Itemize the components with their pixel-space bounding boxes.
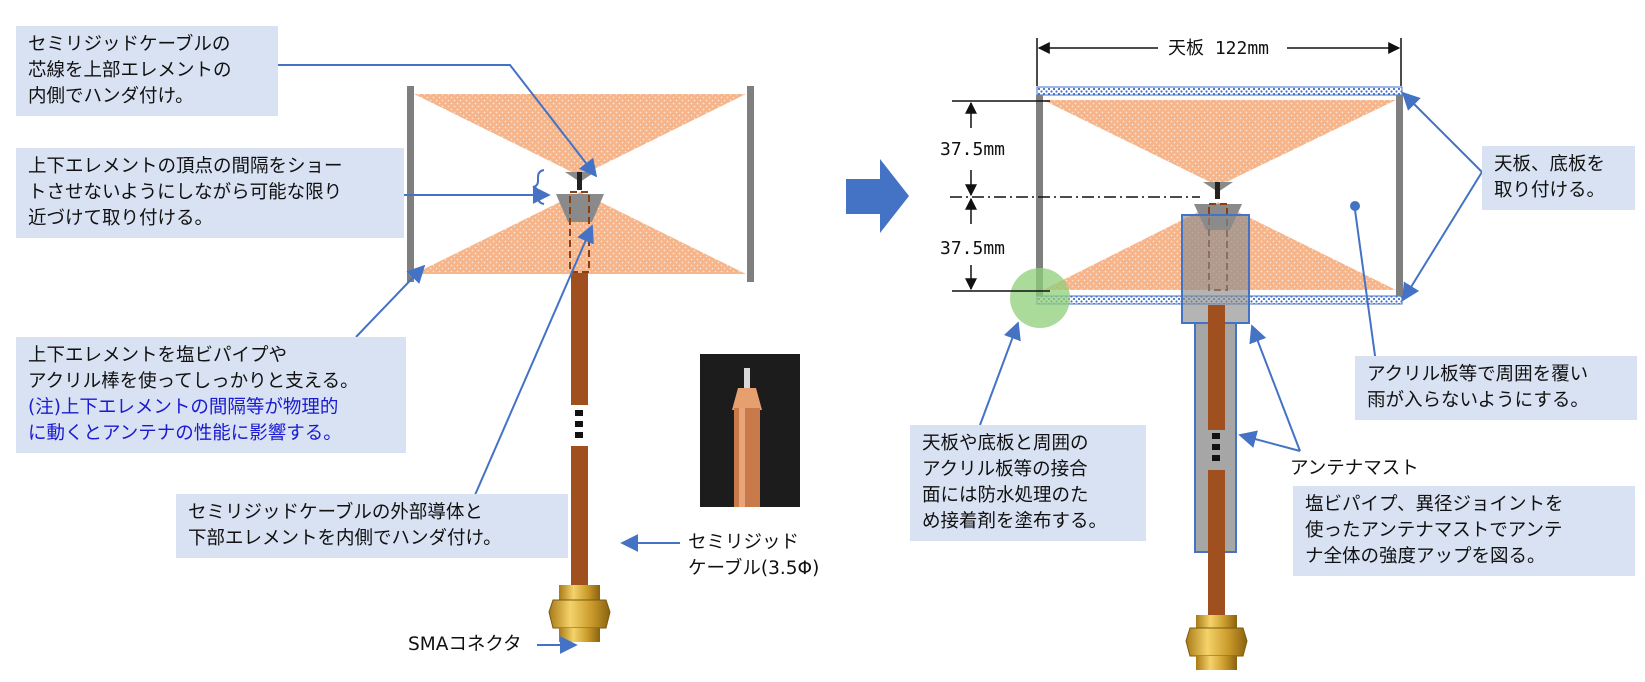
cable-upper <box>571 273 588 405</box>
glue-circle <box>1010 268 1070 328</box>
cable-break-2 <box>575 421 583 427</box>
note-line: に動くとアンテナの性能に影響する。 <box>28 423 342 444</box>
text-line: 雨が入らないようにする。 <box>1367 390 1589 411</box>
acrylic-marker-dot <box>1350 201 1360 211</box>
text-line: ナ全体の強度アップを図る。 <box>1305 546 1546 567</box>
left-antenna <box>407 86 800 642</box>
lower-height-label: 37.5mm <box>940 238 1005 259</box>
text-line: 天板、底板を <box>1494 154 1606 175</box>
arrow-plates-top <box>1401 91 1483 173</box>
callout-core-solder: セミリジッドケーブルの 芯線を上部エレメントの 内側でハンダ付け。 <box>16 26 278 116</box>
sma-connector <box>548 585 611 642</box>
left-support-bar <box>407 86 414 282</box>
right-antenna <box>950 86 1403 670</box>
dimension-lines <box>952 38 1402 292</box>
callout-shield-solder: セミリジッドケーブルの外部導体と 下部エレメントを内側でハンダ付け。 <box>176 494 568 558</box>
mast-label: アンテナマスト <box>1290 456 1419 482</box>
center-conductor <box>577 172 582 190</box>
transition-arrow <box>846 159 909 233</box>
text-line: 塩ビパイプ、異径ジョイントを <box>1305 494 1564 515</box>
top-plate <box>1036 86 1403 96</box>
cable-photo <box>700 354 800 507</box>
sma-connector-right <box>1185 615 1248 670</box>
callout-support: 上下エレメントを塩ビパイプや アクリル棒を使ってしっかりと支える。 (注)上下エ… <box>16 337 406 453</box>
upper-height-label: 37.5mm <box>940 139 1005 160</box>
text-line: ケーブル(3.5Φ) <box>688 558 820 579</box>
text-line: アクリル棒を使ってしっかりと支える。 <box>28 371 359 392</box>
text-line: トさせないようにしながら可能な限り <box>28 182 343 203</box>
upper-element-right <box>1043 100 1396 186</box>
arrow-acrylic <box>1354 209 1377 364</box>
text-line: 上下エレメントを塩ビパイプや <box>28 345 288 366</box>
gap-bracket <box>532 169 545 205</box>
cable-label: セミリジッド ケーブル(3.5Φ) <box>688 530 819 582</box>
right-support-bar <box>747 86 754 282</box>
arrow-mast-pipe <box>1238 430 1301 452</box>
cable-break-1 <box>575 410 583 416</box>
text-line: セミリジッドケーブルの外部導体と <box>188 502 483 523</box>
text-line: め接着剤を塗布する。 <box>922 511 1108 532</box>
cable-break-3 <box>575 432 583 438</box>
right-arrows <box>979 91 1483 452</box>
callout-plates: 天板、底板を 取り付ける。 <box>1482 146 1635 210</box>
text-line: アクリル板等で周囲を覆い <box>1367 364 1589 385</box>
arrow-glue <box>979 321 1021 426</box>
arrow-plates-bottom <box>1402 171 1483 302</box>
arrow-support <box>355 264 426 338</box>
text-line: 取り付ける。 <box>1494 180 1606 201</box>
text-line: 天板や底板と周囲の <box>922 433 1089 454</box>
arrow-mast-joint <box>1249 324 1301 452</box>
cable-lower <box>571 446 588 588</box>
left-arrows <box>278 64 680 654</box>
text-line: セミリジッド <box>688 532 800 553</box>
callout-acrylic: アクリル板等で周囲を覆い 雨が入らないようにする。 <box>1355 356 1637 420</box>
callout-glue: 天板や底板と周囲の アクリル板等の接合 面には防水処理のた め接着剤を塗布する。 <box>910 425 1146 541</box>
text-line: アクリル板等の接合 <box>922 459 1088 480</box>
text-line: アンテナマスト <box>1290 458 1419 479</box>
cable-right-top <box>1208 305 1225 430</box>
arrow-core <box>278 64 598 178</box>
text-line: SMAコネクタ <box>408 634 522 655</box>
connector-label: SMAコネクタ <box>408 632 522 658</box>
right-side-bar <box>1396 95 1403 296</box>
note-line: (注)上下エレメントの間隔等が物理的 <box>28 397 339 418</box>
cable-right-bottom <box>1208 470 1225 618</box>
upper-element <box>414 94 746 176</box>
callout-mast: 塩ビパイプ、異径ジョイントを 使ったアンテナマストでアンテ ナ全体の強度アップを… <box>1293 486 1635 576</box>
text-line: 芯線を上部エレメントの <box>28 60 232 81</box>
callout-element-gap: 上下エレメントの頂点の間隔をショー トさせないようにしながら可能な限り 近づけて… <box>16 148 404 238</box>
left-side-bar <box>1036 95 1043 296</box>
top-plate-dimension: 天板 122mm <box>1168 38 1269 59</box>
lower-solder <box>556 194 604 222</box>
text-line: 使ったアンテナマストでアンテ <box>1305 520 1563 541</box>
text-line: 内側でハンダ付け。 <box>28 86 194 107</box>
text-line: 上下エレメントの頂点の間隔をショー <box>28 156 343 177</box>
text-line: 近づけて取り付ける。 <box>28 208 214 229</box>
text-line: 下部エレメントを内側でハンダ付け。 <box>188 528 502 549</box>
text-line: セミリジッドケーブルの <box>28 34 231 55</box>
text-line: 面には防水処理のた <box>922 485 1089 506</box>
arrow-shield <box>474 224 594 496</box>
